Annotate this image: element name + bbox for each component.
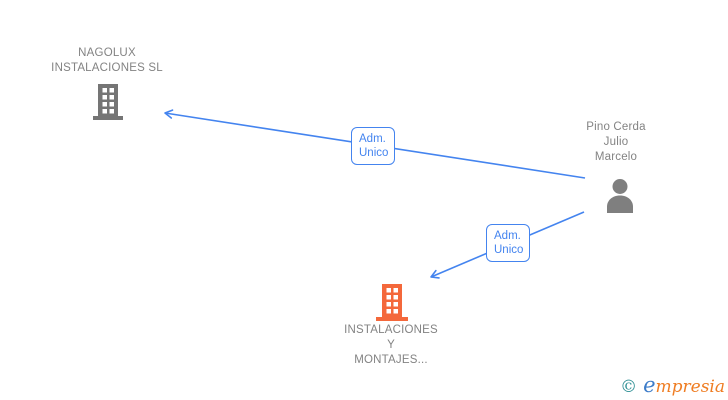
person-name: Pino Cerda bbox=[586, 121, 646, 133]
edge-label-line: Unico bbox=[359, 147, 389, 159]
edge-label-adm-unico: Adm. Unico bbox=[351, 127, 396, 165]
person-name: Julio bbox=[603, 136, 629, 148]
company-name: MONTAJES... bbox=[354, 354, 428, 366]
edge-label-adm-unico: Adm. Unico bbox=[486, 224, 531, 262]
company-name: NAGOLUX bbox=[78, 47, 136, 59]
company-name: INSTALACIONES bbox=[344, 324, 438, 336]
person-icon[interactable] bbox=[603, 178, 637, 213]
node-person-label[interactable]: Pino Cerda Julio Marcelo bbox=[561, 120, 671, 165]
company-name: INSTALACIONES SL bbox=[51, 62, 163, 74]
node-nagolux-label[interactable]: NAGOLUX INSTALACIONES SL bbox=[27, 46, 187, 76]
node-instalaciones-label[interactable]: INSTALACIONES Y MONTAJES... bbox=[311, 323, 471, 368]
empresia-watermark: ©empresia bbox=[620, 373, 725, 397]
edge-label-line: Adm. bbox=[359, 133, 386, 145]
company-name: Y bbox=[387, 339, 395, 351]
copyright-icon: © bbox=[620, 377, 638, 397]
empresia-logo-text: empresia bbox=[643, 373, 725, 397]
person-name: Marcelo bbox=[594, 151, 638, 163]
edge-label-line: Unico bbox=[494, 244, 524, 256]
building-icon[interactable] bbox=[92, 84, 124, 120]
edge-label-line: Adm. bbox=[494, 230, 521, 242]
building-icon[interactable] bbox=[376, 284, 408, 321]
